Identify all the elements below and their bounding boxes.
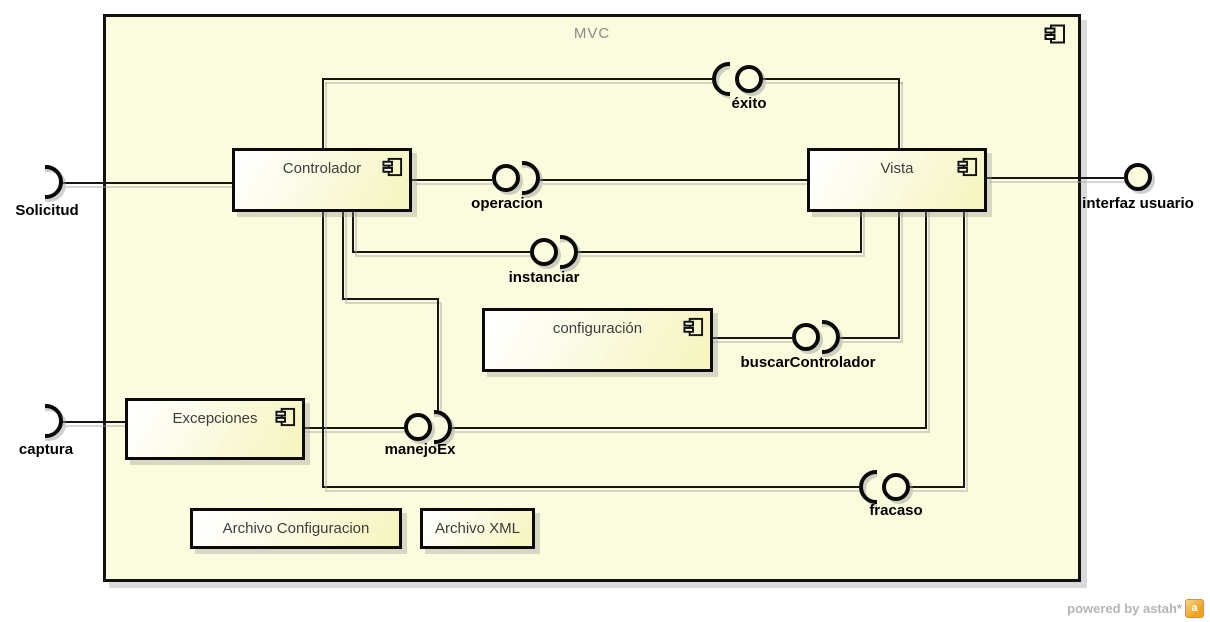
interface-socket-exito[interactable]	[712, 62, 731, 96]
component-label: Archivo Configuracion	[222, 520, 370, 537]
interface-label-fracaso: fracaso	[869, 502, 923, 519]
mvc-frame[interactable]: MVC	[103, 14, 1081, 582]
connector-line	[342, 206, 344, 298]
interface-socket-captura[interactable]	[44, 404, 63, 438]
connector-line	[707, 337, 792, 339]
connector-line	[898, 206, 900, 337]
connector-line	[840, 337, 900, 339]
interface-label-instanciar: instanciar	[508, 269, 580, 286]
component-excepciones[interactable]: Excepciones	[125, 398, 305, 460]
connector-line	[322, 206, 324, 486]
connector-line	[63, 421, 125, 423]
component-icon	[382, 157, 403, 177]
interface-ball-buscarcontrolador[interactable]	[792, 323, 820, 351]
connector-line	[352, 206, 354, 251]
interface-ball-fracaso[interactable]	[882, 473, 910, 501]
connector-line	[322, 486, 859, 488]
component-icon	[275, 407, 296, 427]
component-label: Controlador	[282, 160, 362, 177]
interface-socket-fracaso[interactable]	[859, 470, 878, 504]
connector-line	[342, 298, 437, 300]
component-icon	[957, 157, 978, 177]
component-label: Archivo XML	[434, 520, 521, 537]
connector-line	[963, 206, 965, 486]
connector-line	[452, 427, 927, 429]
interface-socket-operacion[interactable]	[521, 161, 540, 195]
connector-line	[925, 206, 927, 427]
connector-line	[412, 179, 492, 181]
connector-line	[63, 182, 232, 184]
connector-line	[437, 298, 439, 412]
connector-line	[860, 206, 862, 251]
interface-socket-solicitud[interactable]	[44, 165, 63, 199]
interface-label-interfaz-usuario: interfaz usuario	[1082, 195, 1194, 212]
frame-title: MVC	[573, 25, 611, 42]
interface-socket-instanciar[interactable]	[559, 235, 578, 269]
interface-ball-exito[interactable]	[735, 65, 763, 93]
component-archivo-configuracion[interactable]: Archivo Configuracion	[190, 508, 402, 549]
interface-socket-buscarcontrolador[interactable]	[821, 320, 840, 354]
connector-line	[540, 179, 807, 181]
component-icon	[1044, 24, 1066, 44]
interface-label-exito: éxito	[731, 95, 767, 112]
connector-line	[910, 486, 965, 488]
astah-watermark[interactable]: powered by astah* a	[1067, 599, 1204, 618]
interface-ball-instanciar[interactable]	[530, 238, 558, 266]
interface-ball-manejoex[interactable]	[404, 413, 432, 441]
component-configuracion[interactable]: configuración	[482, 308, 713, 372]
connector-line	[299, 427, 404, 429]
component-label: Excepciones	[172, 410, 258, 427]
interface-label-captura: captura	[18, 441, 74, 458]
interface-ball-interfaz-usuario[interactable]	[1124, 163, 1152, 191]
interface-label-buscarcontrolador: buscarControlador	[740, 354, 876, 371]
astah-logo-icon: a	[1185, 599, 1204, 618]
interface-label-solicitud: Solicitud	[15, 202, 79, 219]
connector-line	[578, 251, 862, 253]
connector-line	[763, 78, 900, 80]
interface-socket-manejoex[interactable]	[433, 410, 452, 444]
interface-ball-operacion[interactable]	[492, 164, 520, 192]
component-vista[interactable]: Vista	[807, 148, 987, 212]
watermark-text: powered by astah*	[1067, 601, 1182, 616]
connector-line	[898, 78, 900, 148]
component-label: Vista	[880, 160, 914, 177]
connector-line	[322, 78, 712, 80]
interface-label-operacion: operacion	[471, 195, 543, 212]
component-controlador[interactable]: Controlador	[232, 148, 412, 212]
interface-label-manejoex: manejoEx	[384, 441, 456, 458]
component-label: configuración	[552, 320, 643, 337]
component-icon	[683, 317, 704, 337]
connector-line	[987, 177, 1124, 179]
component-archivo-xml[interactable]: Archivo XML	[420, 508, 535, 549]
connector-line	[322, 78, 324, 148]
connector-line	[352, 251, 530, 253]
